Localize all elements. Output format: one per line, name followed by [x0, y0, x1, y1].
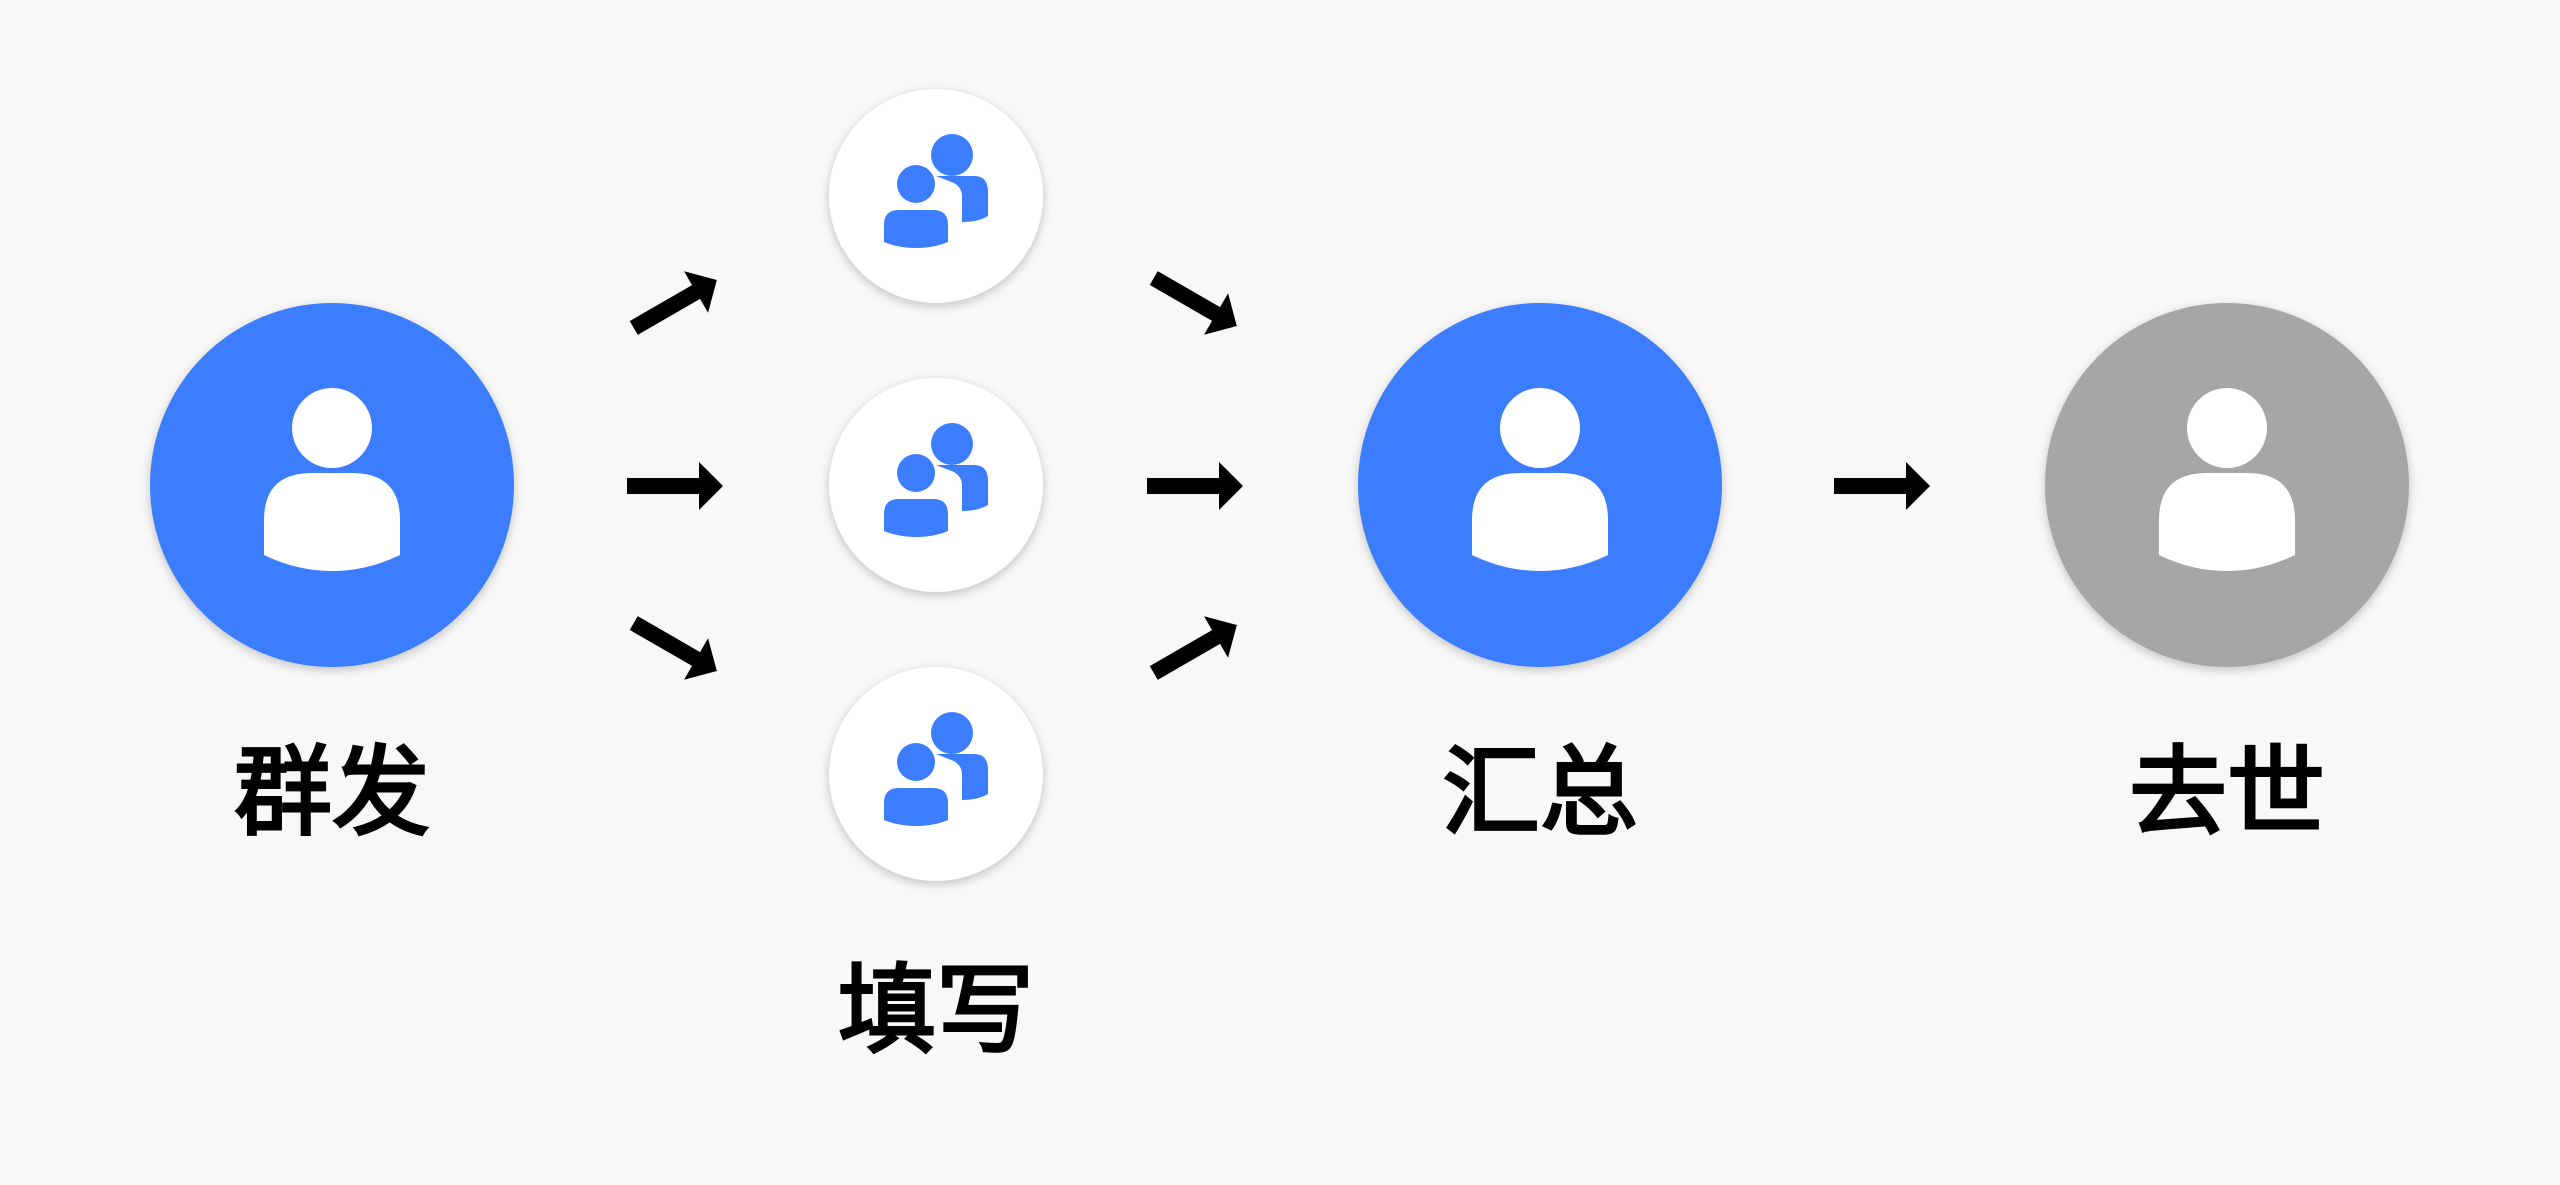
- arrow-fill-top-to-summarize: [1141, 256, 1253, 349]
- arrow-fill-bottom-to-summarize: [1141, 601, 1253, 694]
- person-icon: [264, 388, 400, 571]
- arrow-broadcast-to-fill-bottom: [621, 601, 733, 694]
- arrow-right-icon: [1147, 462, 1243, 510]
- arrow-right-icon: [629, 616, 717, 680]
- arrow-broadcast-to-fill-top: [621, 256, 733, 349]
- person-icon: [2159, 388, 2295, 571]
- arrow-right-icon: [629, 271, 717, 335]
- broadcast-node: [150, 303, 514, 667]
- arrow-broadcast-to-fill-middle: [627, 461, 727, 511]
- arrow-right-icon: [1834, 462, 1930, 510]
- arrow-fill-middle-to-summarize: [1147, 461, 1247, 511]
- person-icon: [1472, 388, 1608, 571]
- summarize-node: [1358, 303, 1722, 667]
- arrow-right-icon: [1149, 616, 1237, 680]
- fill-label: 填写: [837, 954, 1034, 1068]
- fill-node-middle: [829, 378, 1043, 592]
- people-group-icon: [880, 712, 988, 830]
- deceased-node: [2045, 303, 2409, 667]
- deceased-label: 去世: [2128, 736, 2325, 850]
- summarize-label: 汇总: [1441, 736, 1638, 850]
- people-group-icon: [880, 423, 988, 541]
- arrow-right-icon: [627, 462, 723, 510]
- fill-node-bottom: [829, 667, 1043, 881]
- people-group-icon: [880, 134, 988, 252]
- fill-node-top: [829, 89, 1043, 303]
- arrow-right-icon: [1149, 271, 1237, 335]
- arrow-summarize-to-deceased: [1834, 461, 1934, 511]
- broadcast-label: 群发: [233, 736, 430, 850]
